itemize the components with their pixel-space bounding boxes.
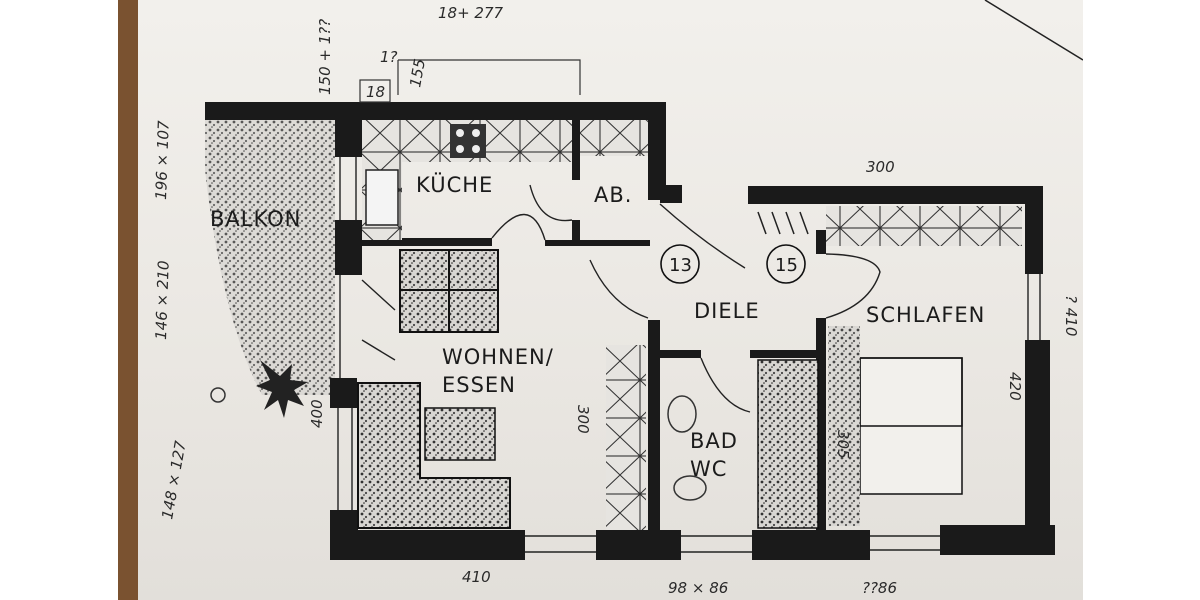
- windows: [337, 157, 1041, 553]
- coat-hooks: [757, 211, 809, 235]
- bathtub: [757, 359, 819, 529]
- bed: [828, 326, 963, 526]
- annotation-wohnen-300: 300: [574, 405, 592, 434]
- annotation-right-edge: ? 410: [1062, 295, 1080, 336]
- floor-plan-paper: BALKON KÜCHE AB. WOHNEN/ ESSEN DIELE SCH…: [138, 0, 1083, 600]
- room-label-abstell: AB.: [594, 183, 632, 207]
- room-label-bad: BAD: [690, 429, 738, 453]
- sink-bath-icon: [667, 395, 697, 433]
- annotation-left-upper: 196 × 107: [152, 120, 173, 200]
- storage-cabinet: [580, 120, 648, 156]
- living-shelf: [606, 345, 646, 530]
- annotation-top-left-vertical: 150 + 1??: [316, 19, 334, 95]
- stove-icon: [450, 124, 486, 158]
- annotation-small-18: 18: [366, 83, 385, 101]
- annotation-bed-305: 305: [834, 430, 852, 459]
- room-label-essen: ESSEN: [442, 373, 516, 397]
- stove-burners: [456, 129, 480, 153]
- background-wood-left: [0, 0, 150, 600]
- plant-icon: [256, 360, 308, 418]
- sink-icon: [365, 169, 399, 226]
- paper-fold-line: [984, 0, 1083, 61]
- door-marker-13-circle: [660, 244, 700, 284]
- walls: [205, 102, 1055, 560]
- room-label-wohnen: WOHNEN/: [442, 345, 554, 369]
- annotation-dim-155: 155: [406, 57, 429, 88]
- annotation-bottom-middle: 98 × 86: [668, 579, 728, 597]
- annotation-bottom-410: 410: [462, 568, 491, 586]
- annotation-stair-mark: 1?: [380, 48, 398, 66]
- annotation-schlafen-420: 420: [1006, 372, 1024, 401]
- annotation-bracket: [397, 59, 581, 95]
- door-marker-13: 13: [669, 255, 692, 276]
- door-marker-15-circle: [766, 244, 806, 284]
- balcony-area: [205, 118, 335, 395]
- annotation-small-18-box: [359, 79, 391, 103]
- sofa: [357, 382, 511, 529]
- door-marker-15: 15: [775, 255, 798, 276]
- coffee-table: [424, 407, 496, 461]
- toilet-icon: [673, 475, 707, 501]
- annotation-schlafen-300: 300: [866, 158, 895, 176]
- room-label-kueche: KÜCHE: [416, 172, 493, 197]
- annotation-left-lower: 148 × 127: [158, 439, 190, 521]
- room-label-schlafen: SCHLAFEN: [866, 303, 985, 327]
- room-label-wc: WC: [690, 457, 727, 481]
- annotation-wall-400: 400: [308, 399, 326, 428]
- floor-plan: BALKON KÜCHE AB. WOHNEN/ ESSEN DIELE SCH…: [152, 0, 1083, 597]
- dining-table: [399, 249, 499, 333]
- bedroom-wardrobe: [826, 206, 1022, 246]
- annotation-left-middle: 146 × 210: [152, 260, 173, 340]
- room-label-balkon: BALKON: [210, 207, 301, 231]
- room-label-diele: DIELE: [694, 299, 760, 323]
- background-right: [1075, 0, 1200, 600]
- door-swings: [361, 184, 881, 413]
- annotation-bottom-right: ??86: [862, 579, 897, 597]
- annotation-top-dim: 18+ 277: [438, 4, 504, 22]
- plant-pot-icon: [210, 387, 226, 403]
